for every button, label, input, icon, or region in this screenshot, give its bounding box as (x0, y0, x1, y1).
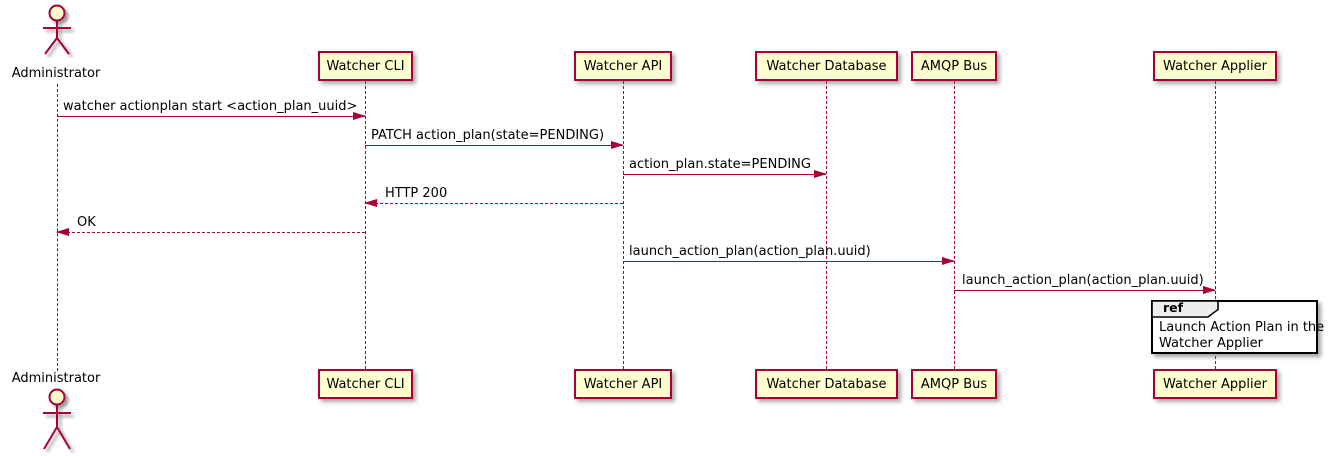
lifeline-administrator (57, 84, 58, 371)
ref-keyword: ref (1163, 300, 1184, 315)
participant-bottom-watcher-database: Watcher Database (755, 369, 898, 399)
lifeline-watcher-applier (1215, 81, 1216, 369)
actor-figure-bottom (35, 385, 79, 456)
message-label: OK (77, 215, 96, 230)
message-line (57, 116, 365, 117)
participant-top-watcher-database: Watcher Database (755, 51, 898, 81)
message-line (365, 145, 623, 146)
message-http-200: HTTP 200 (364, 186, 623, 210)
participant-top-amqp-bus: AMQP Bus (911, 51, 997, 81)
message-line (57, 232, 365, 233)
message-label: action_plan.state=PENDING (629, 157, 811, 172)
message-label: watcher actionplan start <action_plan_uu… (63, 99, 358, 114)
lifeline-watcher-api (623, 81, 624, 369)
message-start-actionplan: watcher actionplan start <action_plan_uu… (57, 99, 366, 123)
participant-top-watcher-applier: Watcher Applier (1153, 51, 1277, 81)
actor-figure-top (35, 2, 79, 62)
participant-label: Watcher Applier (1163, 58, 1267, 74)
message-label: HTTP 200 (385, 186, 448, 201)
lifeline-watcher-cli (365, 81, 366, 369)
message-label: launch_action_plan(action_plan.uuid) (962, 273, 1204, 288)
arrowhead-left-icon (364, 199, 377, 207)
ref-fragment: ref Launch Action Plan in the Watcher Ap… (1151, 300, 1324, 354)
lifeline-watcher-database (826, 81, 827, 369)
message-label: PATCH action_plan(state=PENDING) (371, 128, 605, 143)
message-launch-action-plan-amqp: launch_action_plan(action_plan.uuid) (623, 244, 955, 268)
participant-bottom-watcher-api: Watcher API (574, 369, 672, 399)
participant-label: Watcher Applier (1163, 376, 1267, 392)
message-ok: OK (56, 215, 365, 239)
message-launch-action-plan-applier: launch_action_plan(action_plan.uuid) (954, 273, 1216, 297)
message-patch-action-plan: PATCH action_plan(state=PENDING) (365, 128, 624, 152)
arrowhead-right-icon (611, 141, 624, 149)
ref-text-line: Launch Action Plan in the (1159, 320, 1325, 335)
participant-bottom-watcher-cli: Watcher CLI (318, 369, 413, 399)
message-line (365, 203, 623, 204)
participant-label: Watcher CLI (326, 376, 405, 392)
arrowhead-right-icon (1203, 286, 1216, 294)
participant-label: Watcher API (583, 376, 663, 392)
arrowhead-right-icon (814, 170, 827, 178)
arrowhead-right-icon (942, 257, 955, 265)
participant-label: Watcher API (583, 58, 663, 74)
arrowhead-right-icon (353, 112, 366, 120)
participant-bottom-watcher-applier: Watcher Applier (1153, 369, 1277, 399)
message-line (623, 261, 954, 262)
message-line (623, 174, 826, 175)
participant-label: AMQP Bus (920, 58, 988, 74)
participant-label: Watcher CLI (326, 58, 405, 74)
participant-label: Watcher Database (766, 58, 887, 74)
ref-header: ref (1151, 300, 1219, 318)
ref-text-line: Watcher Applier (1159, 336, 1263, 351)
message-state-pending: action_plan.state=PENDING (623, 157, 827, 181)
participant-top-watcher-cli: Watcher CLI (318, 51, 413, 81)
message-label: launch_action_plan(action_plan.uuid) (629, 244, 871, 259)
participant-top-watcher-api: Watcher API (574, 51, 672, 81)
actor-label-top: Administrator (11, 66, 101, 81)
actor-label-bottom: Administrator (11, 371, 101, 386)
lifeline-amqp-bus (954, 81, 955, 369)
message-line (954, 290, 1215, 291)
participant-label: Watcher Database (766, 376, 887, 392)
participant-label: AMQP Bus (920, 376, 988, 392)
participant-bottom-amqp-bus: AMQP Bus (911, 369, 997, 399)
arrowhead-left-icon (56, 228, 69, 236)
